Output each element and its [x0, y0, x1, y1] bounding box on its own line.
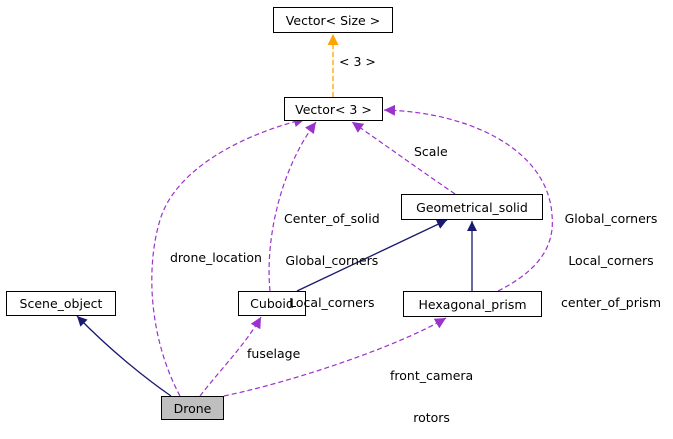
- label-line: Local_corners: [568, 253, 654, 268]
- edge-cuboid-inherits: [296, 219, 448, 292]
- label-prism-members: Global_corners Local_corners center_of_p…: [561, 184, 661, 324]
- node-vector-size[interactable]: Vector< Size >: [273, 7, 393, 33]
- label-line: Local_corners: [289, 295, 375, 310]
- edge-drone-location: [151, 116, 306, 397]
- node-drone: Drone: [161, 396, 224, 420]
- label-fuselage: fuselage: [247, 346, 301, 361]
- label-cuboid-members: Center_of_solid Global_corners Local_cor…: [284, 184, 380, 324]
- label-line: rotors: [413, 410, 450, 425]
- label-line: Global_corners: [285, 253, 379, 268]
- label-scale: Scale: [414, 144, 448, 159]
- edge-fuselage: [199, 316, 262, 397]
- edge-cuboid-vector: [268, 121, 317, 292]
- edge-drone-inherits: [76, 315, 172, 397]
- label-drone-members: front_camera rotors: [390, 341, 473, 439]
- label-line: Global_corners: [564, 211, 658, 226]
- node-vector-3[interactable]: Vector< 3 >: [284, 97, 383, 121]
- label-drone-location: drone_location: [170, 250, 262, 265]
- collaboration-diagram: [76, 34, 553, 397]
- label-line: center_of_prism: [561, 295, 661, 310]
- node-geometrical-solid[interactable]: Geometrical_solid: [401, 194, 543, 220]
- node-cuboid[interactable]: Cuboid: [238, 291, 306, 316]
- edge-prism-vector: [383, 104, 553, 292]
- label-line: Center_of_solid: [284, 211, 380, 226]
- node-hexagonal-prism[interactable]: Hexagonal_prism: [403, 291, 542, 317]
- label-template-arg: < 3 >: [339, 54, 376, 69]
- node-scene-object[interactable]: Scene_object: [6, 291, 116, 316]
- label-line: front_camera: [390, 368, 474, 383]
